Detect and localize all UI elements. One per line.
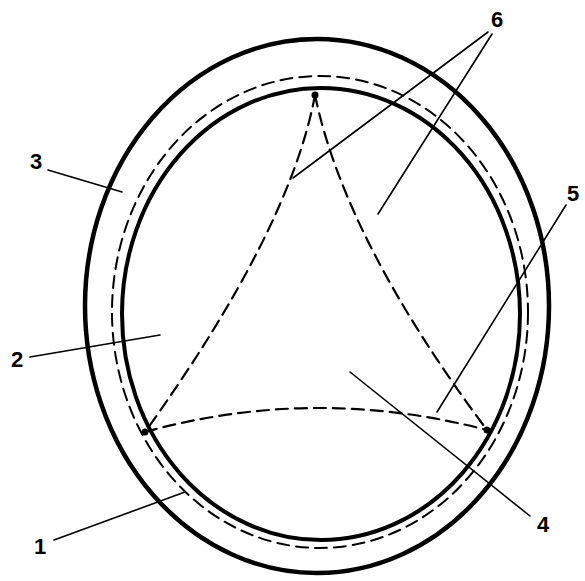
- inner-ring: [122, 88, 520, 540]
- callout-number: 3: [30, 151, 42, 173]
- leader-line: [293, 32, 488, 178]
- commissure-dot: [142, 429, 149, 436]
- cusp-line: [315, 95, 487, 430]
- cusp-line: [145, 95, 315, 432]
- callout-number: 1: [34, 536, 46, 558]
- commissure-dot: [484, 427, 491, 434]
- dashed-ring: [112, 76, 528, 548]
- leader-line: [378, 34, 492, 214]
- cusp-line: [145, 408, 487, 432]
- callout-number: 2: [11, 349, 23, 371]
- callout-number: 5: [567, 183, 579, 205]
- callout-number: 6: [491, 9, 503, 31]
- outer-ring: [85, 39, 549, 573]
- leader-line: [30, 335, 160, 357]
- leader-line: [350, 372, 530, 516]
- commissure-dot: [312, 92, 319, 99]
- callout-number: 4: [537, 514, 549, 536]
- leader-line: [437, 205, 566, 412]
- leader-line: [48, 170, 122, 192]
- leader-line: [54, 492, 185, 540]
